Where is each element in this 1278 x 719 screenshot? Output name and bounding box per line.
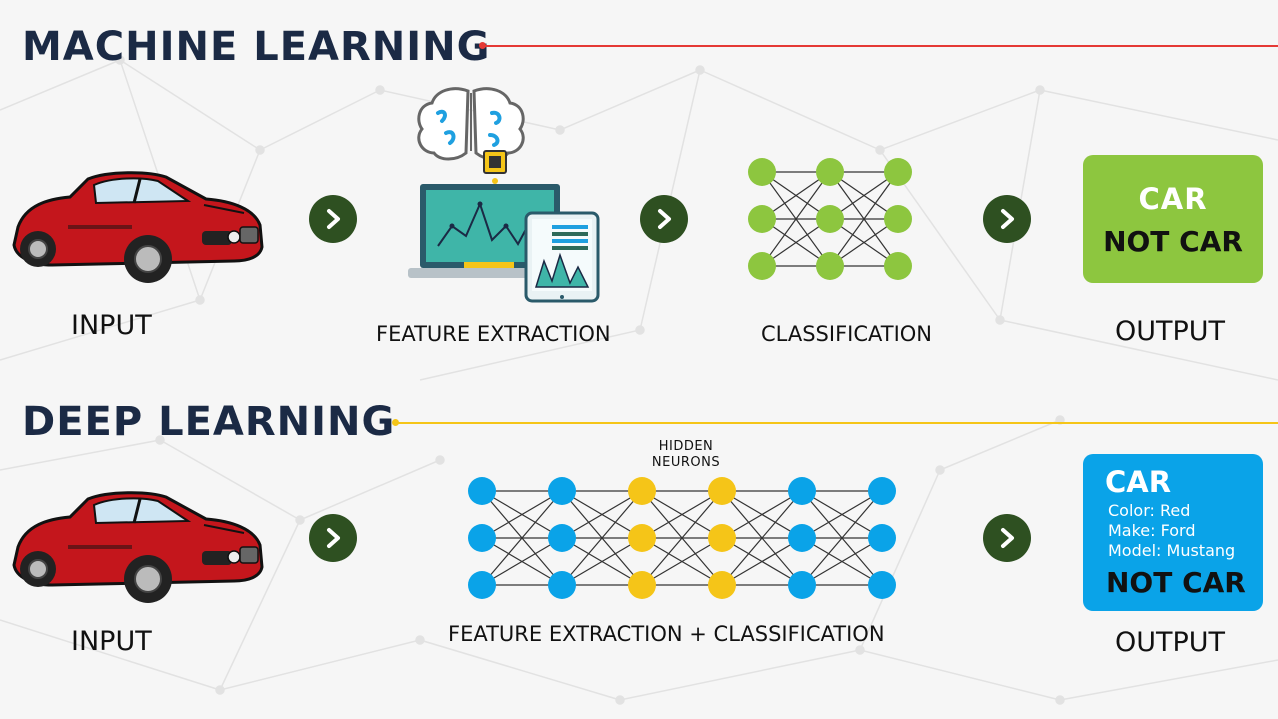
dl-net-node-l4-n1 bbox=[708, 477, 736, 505]
ml-output-car: CAR bbox=[1138, 182, 1208, 216]
ml-net-node-l1-n2 bbox=[748, 205, 776, 233]
dl-net-node-l4-n2 bbox=[708, 524, 736, 552]
dl-net-node-l2-n3 bbox=[548, 571, 576, 599]
dl-net-node-l1-n3 bbox=[468, 571, 496, 599]
ml-net-connection bbox=[829, 171, 899, 267]
dl-net-connection bbox=[641, 537, 723, 586]
ml-rule-line bbox=[484, 45, 1278, 47]
ml-arrow-3 bbox=[983, 195, 1031, 243]
dl-output-box: CAR Color: Red Make: Ford Model: Mustang… bbox=[1083, 454, 1263, 611]
dl-net-node-l2-n2 bbox=[548, 524, 576, 552]
dl-net-node-l6-n3 bbox=[868, 571, 896, 599]
dl-net-node-l6-n1 bbox=[868, 477, 896, 505]
dl-net-connection bbox=[801, 490, 883, 539]
ml-net-node-l1-n1 bbox=[748, 158, 776, 186]
dl-rule-dot bbox=[392, 419, 399, 426]
dl-net-node-l6-n2 bbox=[868, 524, 896, 552]
dl-net-node-l4-n3 bbox=[708, 571, 736, 599]
dl-net-connection bbox=[481, 490, 563, 586]
dl-output-make: Make: Ford bbox=[1108, 521, 1196, 540]
tablet-chart-icon bbox=[524, 211, 600, 303]
ml-input-label: INPUT bbox=[71, 310, 152, 341]
ml-net-node-l3-n2 bbox=[884, 205, 912, 233]
dl-net-connection bbox=[561, 537, 643, 586]
dl-net-node-l5-n1 bbox=[788, 477, 816, 505]
dl-net-connection bbox=[481, 537, 563, 586]
dl-net-connection bbox=[641, 490, 723, 539]
dl-net-connection bbox=[721, 490, 803, 539]
dl-feature-classification-label: FEATURE EXTRACTION + CLASSIFICATION bbox=[448, 622, 885, 646]
ml-rule-dot bbox=[479, 42, 486, 49]
arrow-right-icon bbox=[1001, 528, 1014, 548]
deep-learning-title: DEEP LEARNING bbox=[22, 399, 396, 445]
dl-network bbox=[468, 477, 896, 599]
dl-output-model: Model: Mustang bbox=[1108, 541, 1236, 560]
ml-net-node-l3-n1 bbox=[884, 158, 912, 186]
dl-net-node-l1-n2 bbox=[468, 524, 496, 552]
ml-net-node-l2-n1 bbox=[816, 158, 844, 186]
dl-output-color: Color: Red bbox=[1108, 501, 1191, 520]
dl-net-connection bbox=[721, 490, 803, 586]
laptop-chart-icon bbox=[408, 184, 566, 278]
dl-net-connection bbox=[721, 537, 803, 586]
dl-output-label: OUTPUT bbox=[1115, 627, 1226, 658]
dl-output-car: CAR bbox=[1105, 465, 1172, 499]
dl-net-node-l1-n1 bbox=[468, 477, 496, 505]
dl-net-node-l2-n1 bbox=[548, 477, 576, 505]
ml-output-label: OUTPUT bbox=[1115, 316, 1226, 347]
ml-classification-network bbox=[748, 158, 912, 280]
dl-input-label: INPUT bbox=[71, 626, 152, 657]
ml-net-node-l3-n3 bbox=[884, 252, 912, 280]
ml-arrow-2 bbox=[640, 195, 688, 243]
ml-output-not-car: NOT CAR bbox=[1103, 225, 1243, 258]
hidden-neurons-line-2: NEURONS bbox=[651, 455, 721, 470]
ml-arrow-1 bbox=[309, 195, 357, 243]
ml-net-node-l2-n2 bbox=[816, 205, 844, 233]
dl-net-connection bbox=[801, 537, 883, 586]
dl-arrow-2 bbox=[983, 514, 1031, 562]
machine-learning-title: MACHINE LEARNING bbox=[22, 24, 491, 70]
dl-net-node-l3-n2 bbox=[628, 524, 656, 552]
ml-net-connection bbox=[761, 171, 831, 267]
ml-net-node-l2-n3 bbox=[816, 252, 844, 280]
car-icon bbox=[12, 491, 264, 603]
car-icon bbox=[12, 171, 264, 283]
ml-feature-extraction-label: FEATURE EXTRACTION bbox=[376, 322, 611, 346]
dl-net-connection bbox=[641, 490, 723, 586]
arrow-right-icon bbox=[327, 528, 340, 548]
dl-arrow-1 bbox=[309, 514, 357, 562]
arrow-right-icon bbox=[327, 209, 340, 229]
dl-net-node-l3-n3 bbox=[628, 571, 656, 599]
dl-net-node-l3-n1 bbox=[628, 477, 656, 505]
ml-output-box: CAR NOT CAR bbox=[1083, 155, 1263, 283]
brain-chip-icon bbox=[417, 87, 525, 184]
ml-classification-label: CLASSIFICATION bbox=[761, 322, 932, 346]
arrow-right-icon bbox=[658, 209, 671, 229]
dl-net-connection bbox=[561, 490, 643, 539]
dl-rule-line bbox=[397, 422, 1278, 424]
hidden-neurons-label: HIDDEN NEURONS bbox=[636, 439, 736, 471]
hidden-neurons-line-1: HIDDEN bbox=[658, 439, 714, 454]
dl-output-not-car: NOT CAR bbox=[1106, 566, 1246, 599]
ml-net-node-l1-n3 bbox=[748, 252, 776, 280]
dl-net-connection bbox=[561, 490, 643, 586]
dl-net-connection bbox=[801, 490, 883, 586]
arrow-right-icon bbox=[1001, 209, 1014, 229]
dl-net-connection bbox=[481, 490, 563, 539]
dl-net-node-l5-n3 bbox=[788, 571, 816, 599]
dl-net-node-l5-n2 bbox=[788, 524, 816, 552]
